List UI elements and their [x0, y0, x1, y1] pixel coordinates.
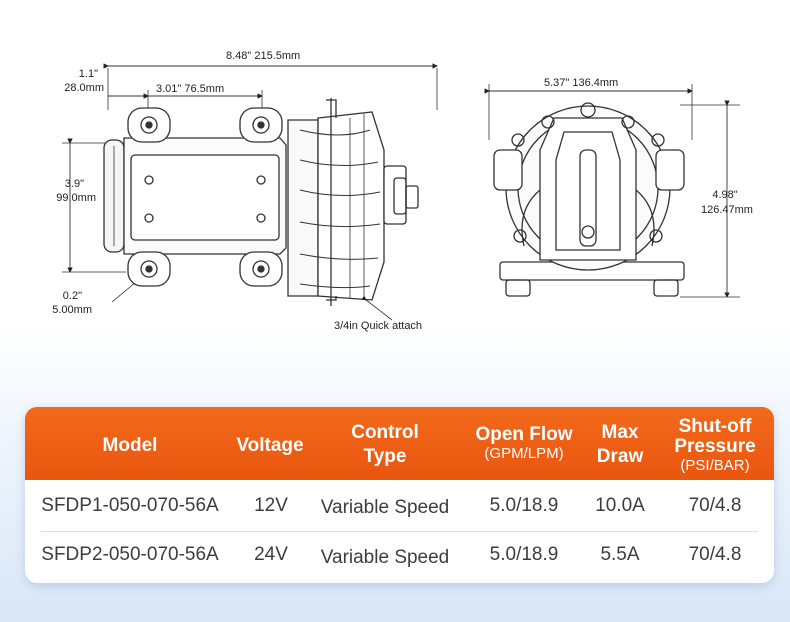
row2-voltage: 24V — [254, 544, 288, 565]
header-control-line2: Type — [363, 446, 407, 467]
row-divider — [41, 531, 758, 532]
side-view — [62, 63, 438, 321]
header-flow-unit: (GPM/LPM) — [484, 445, 564, 462]
row2-model: SFDP2-050-070-56A — [41, 544, 219, 565]
header-max-draw: Max Draw — [585, 423, 655, 467]
header-pressure-line1: Shut-off — [678, 416, 752, 437]
header-draw-line2: Draw — [596, 446, 644, 467]
height-inch-label: 3.9" — [64, 178, 84, 190]
header-pressure-unit: (PSI/BAR) — [680, 457, 750, 474]
spec-table: Model Voltage Control Type Open Flow (GP… — [25, 407, 774, 583]
pump-technical-drawing — [62, 63, 740, 321]
port-label: 3/4in Quick attach — [334, 320, 423, 332]
header-voltage: Voltage — [236, 435, 304, 456]
row1-draw: 10.0A — [595, 495, 645, 516]
row1-model: SFDP1-050-070-56A — [41, 495, 219, 516]
height-mm-label: 99.0mm — [56, 192, 96, 204]
header-control-type: Control Type — [330, 423, 440, 467]
header-flow-line1: Open Flow — [475, 424, 573, 445]
overall-length-label: 8.48" 215.5mm — [226, 50, 301, 62]
row1-pressure: 70/4.8 — [688, 495, 742, 516]
spec-table-header — [25, 407, 774, 480]
front-height-inch-label: 4.98" — [712, 189, 738, 201]
header-shutoff-pressure: Shut-off Pressure (PSI/BAR) — [665, 417, 765, 475]
header-model: Model — [102, 435, 158, 456]
mount-spacing-label: 3.01" 76.5mm — [156, 83, 225, 95]
hole-inch-label: 0.2" — [62, 290, 82, 302]
offset-mm-label: 28.0mm — [64, 82, 104, 94]
front-height-mm-label: 126.47mm — [701, 204, 753, 216]
row2-flow: 5.0/18.9 — [489, 544, 559, 565]
row2-draw: 5.5A — [600, 544, 640, 565]
header-control-line1: Control — [351, 422, 419, 443]
front-view — [484, 84, 740, 298]
row2-pressure: 70/4.8 — [688, 544, 742, 565]
header-open-flow: Open Flow (GPM/LPM) — [462, 425, 586, 463]
header-draw-line1: Max — [601, 422, 639, 443]
offset-inch-label: 1.1" — [78, 68, 98, 80]
front-width-label: 5.37" 136.4mm — [544, 77, 619, 89]
row1-flow: 5.0/18.9 — [489, 495, 559, 516]
hole-mm-label: 5.00mm — [52, 304, 92, 316]
header-pressure-line2: Pressure — [674, 436, 756, 457]
row1-control: Variable Speed — [320, 497, 450, 518]
row1-voltage: 12V — [254, 495, 288, 516]
row2-control: Variable Speed — [320, 547, 450, 568]
